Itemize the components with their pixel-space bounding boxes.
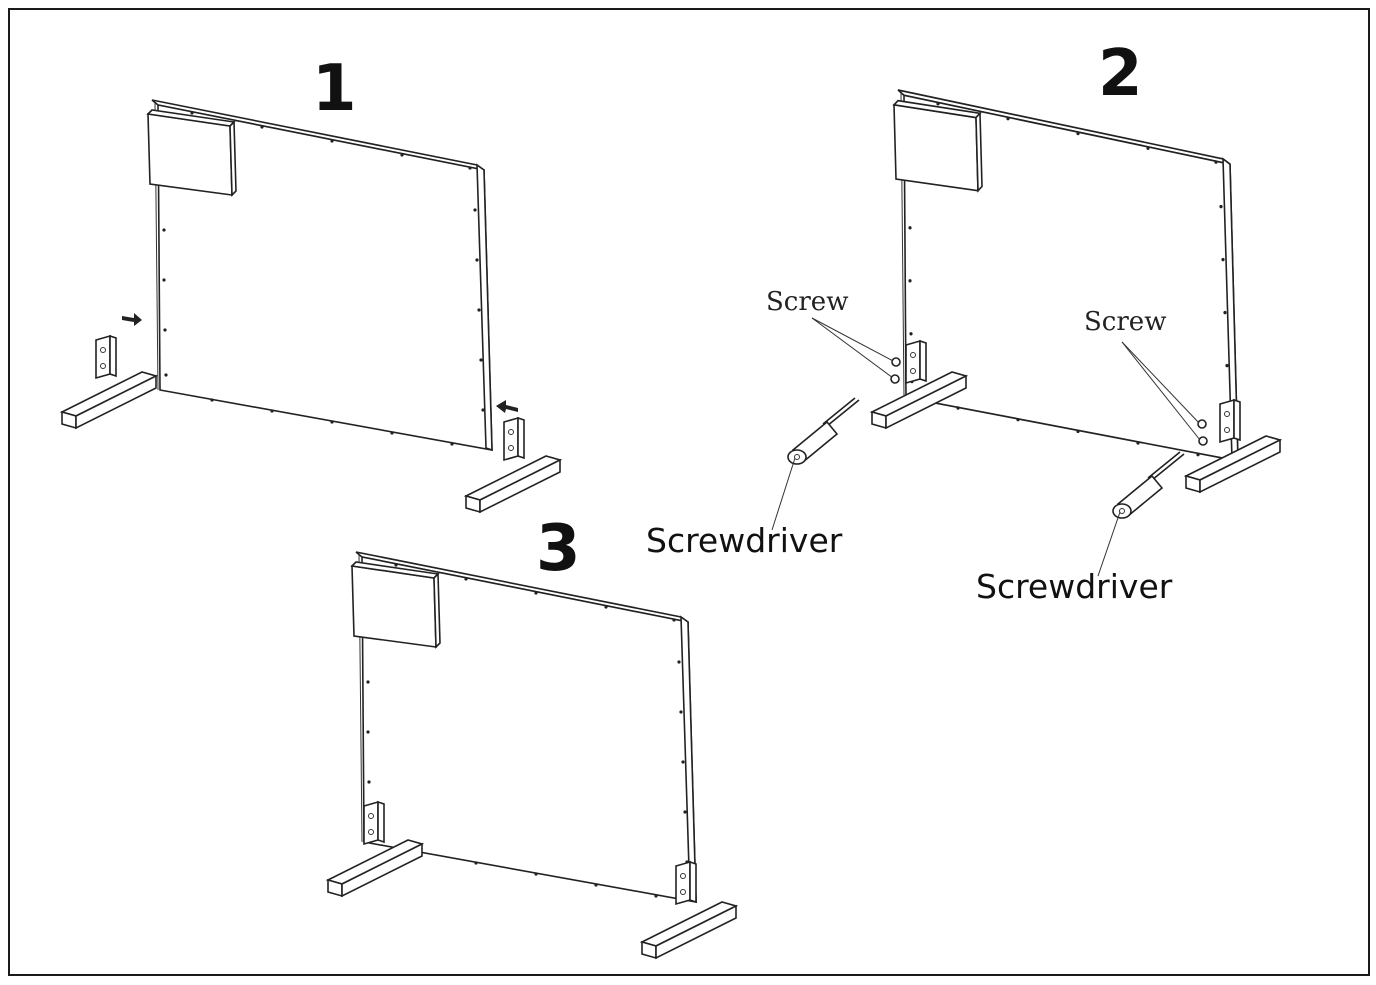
step-2-number: 2 — [1098, 37, 1143, 111]
step-2-screwdriver-left-icon — [771, 397, 860, 531]
step-2-screw-label-right: Screw — [1084, 307, 1166, 337]
step-2-screwdriver-label-left: Screwdriver — [646, 521, 843, 560]
step-2-screw-pointer-right — [1121, 341, 1208, 446]
step-1-left-foot — [61, 335, 157, 429]
step-1-arrow-left-icon — [122, 313, 142, 326]
step-2-screwdriver-right-icon — [1097, 451, 1185, 577]
step-1-number: 1 — [312, 52, 357, 126]
step-1-panel — [147, 99, 493, 451]
step-2-screw-pointer-left — [811, 317, 901, 384]
step-2-panel — [893, 89, 1239, 462]
step-2-screw-label-left: Screw — [766, 287, 848, 317]
step-1-arrow-right-icon — [496, 400, 518, 413]
step-3-number: 3 — [536, 512, 581, 586]
diagram-frame — [8, 8, 1370, 976]
step-2-screwdriver-label-right: Screwdriver — [976, 567, 1173, 606]
